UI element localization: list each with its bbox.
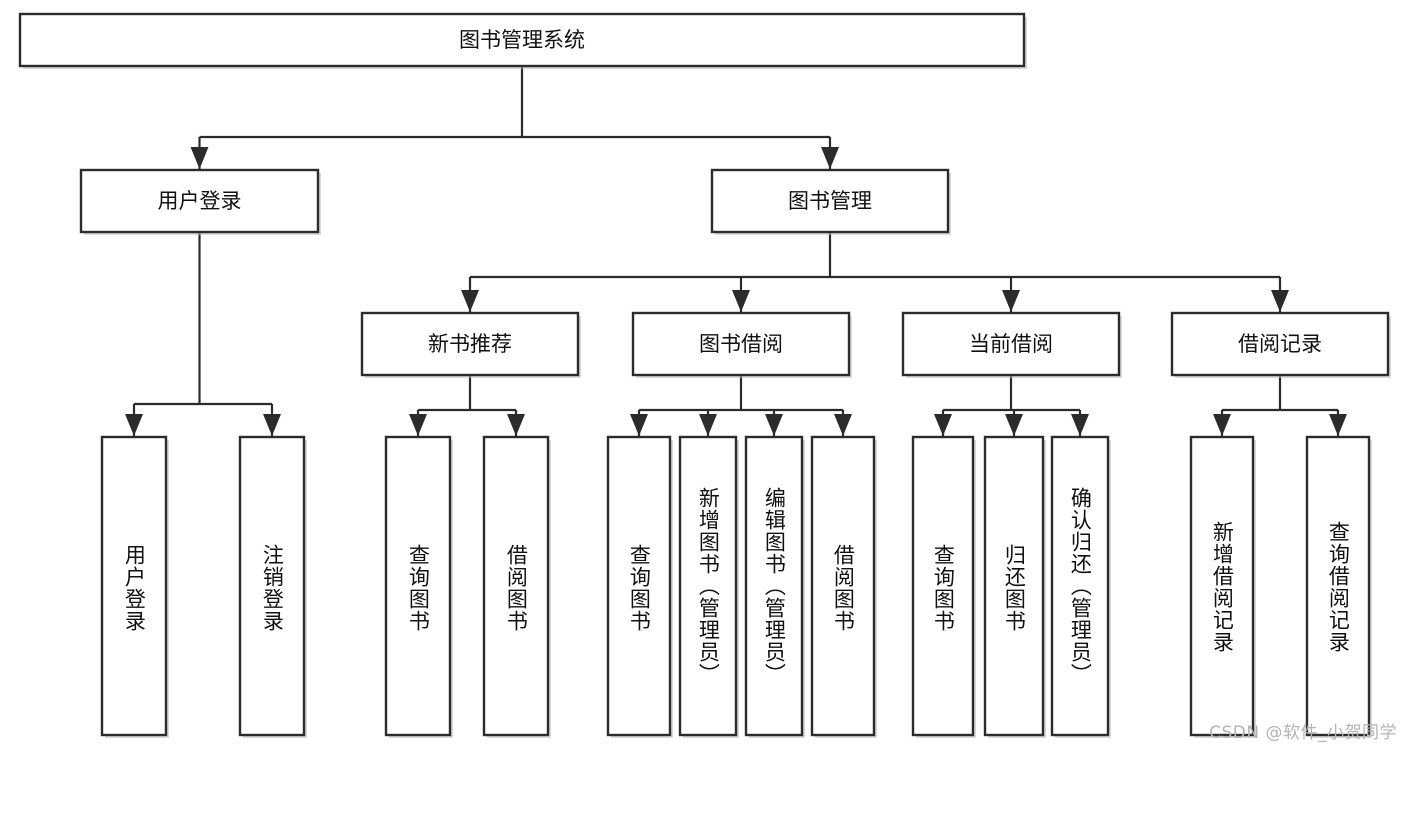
node-box-book-manage[interactable] (710, 168, 950, 234)
node-label-book-manage: 图书管理 (788, 189, 872, 213)
node-box-leaf-query-book-rec[interactable] (384, 435, 452, 737)
node-box-root[interactable] (18, 12, 1026, 68)
node-label-user-login: 用户登录 (158, 189, 242, 213)
node-box-new-book-recommend[interactable] (360, 311, 580, 377)
node-box-leaf-borrow-book-rec[interactable] (482, 435, 550, 737)
node-box-leaf-user-login[interactable] (100, 435, 168, 737)
node-box-leaf-query-book-borrow[interactable] (606, 435, 672, 737)
node-box-leaf-borrow-book[interactable] (810, 435, 876, 737)
node-label-current-borrow: 当前借阅 (969, 332, 1053, 356)
node-box-leaf-add-book[interactable] (678, 435, 738, 737)
node-label-book-borrow: 图书借阅 (699, 332, 783, 356)
node-box-leaf-logout[interactable] (238, 435, 306, 737)
node-label-root: 图书管理系统 (459, 28, 585, 52)
node-label-borrow-record: 借阅记录 (1238, 332, 1322, 356)
node-box-current-borrow[interactable] (901, 311, 1121, 377)
watermark-text: CSDN @软件_小贺同学 (1209, 723, 1397, 743)
node-box-leaf-add-record[interactable] (1189, 435, 1255, 737)
node-box-leaf-return-book[interactable] (983, 435, 1045, 737)
node-box-leaf-confirm-return[interactable] (1050, 435, 1110, 737)
node-box-leaf-query-book-current[interactable] (911, 435, 975, 737)
diagram-canvas: 图书管理系统用户登录图书管理新书推荐图书借阅当前借阅借阅记录 用户登录注销登录查… (18, 12, 1397, 743)
node-label-new-book-recommend: 新书推荐 (428, 332, 512, 356)
node-box-user-login[interactable] (79, 168, 320, 234)
node-box-leaf-query-record[interactable] (1305, 435, 1371, 737)
node-box-leaf-edit-book[interactable] (744, 435, 804, 737)
node-box-book-borrow[interactable] (631, 311, 851, 377)
node-box-borrow-record[interactable] (1170, 311, 1390, 377)
